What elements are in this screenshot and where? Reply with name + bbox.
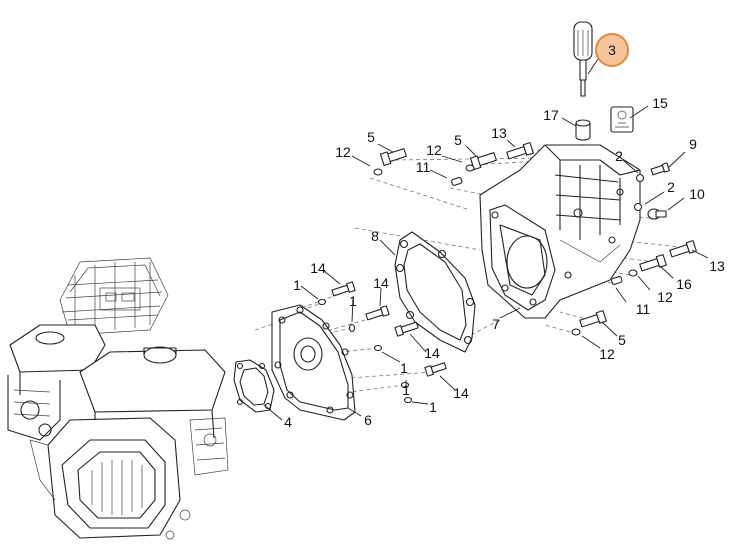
callout-5[interactable]: 5 [454, 132, 462, 148]
callout-12[interactable]: 12 [426, 142, 442, 158]
callout-3[interactable]: 3 [608, 42, 616, 58]
callout-14[interactable]: 14 [373, 275, 389, 291]
callout-2[interactable]: 2 [667, 179, 675, 195]
callout-1[interactable]: 1 [349, 293, 357, 309]
callout-4[interactable]: 4 [284, 414, 292, 430]
leader-lines [263, 55, 709, 421]
callout-14[interactable]: 14 [310, 260, 326, 276]
callout-9[interactable]: 9 [689, 136, 697, 152]
callout-1[interactable]: 1 [429, 399, 437, 415]
part-4-gasket [233, 359, 275, 413]
callout-7[interactable]: 7 [492, 316, 500, 332]
callout-5[interactable]: 5 [367, 129, 375, 145]
callout-labels: 3 15 17 5 12 12 5 13 11 2 9 2 10 13 8 7 … [284, 42, 725, 430]
engine-illustration [7, 257, 229, 540]
part-3-tool [573, 21, 593, 97]
callout-1[interactable]: 1 [293, 277, 301, 293]
callout-2[interactable]: 2 [615, 148, 623, 164]
callout-10[interactable]: 10 [689, 186, 705, 202]
callout-13[interactable]: 13 [709, 258, 725, 274]
part-7-housing [479, 144, 641, 319]
part-15-symbol [610, 106, 634, 133]
callout-11[interactable]: 11 [636, 301, 651, 317]
callout-5[interactable]: 5 [618, 332, 626, 348]
callout-12[interactable]: 12 [657, 289, 673, 305]
callout-13[interactable]: 13 [491, 125, 507, 141]
callout-14[interactable]: 14 [453, 385, 469, 401]
callout-1[interactable]: 1 [402, 382, 410, 398]
callout-15[interactable]: 15 [652, 95, 668, 111]
callout-17[interactable]: 17 [543, 107, 559, 123]
callout-8[interactable]: 8 [371, 228, 379, 244]
callout-12[interactable]: 12 [335, 144, 351, 160]
fasteners [317, 21, 697, 404]
part-17-sleeve [575, 122, 591, 141]
callout-12[interactable]: 12 [599, 346, 615, 362]
highlighted-callout-circle [595, 33, 629, 67]
part-8-gasket [394, 231, 476, 353]
callout-6[interactable]: 6 [364, 412, 372, 428]
part-6-side-cover [271, 304, 356, 421]
callout-16[interactable]: 16 [676, 276, 692, 292]
callout-1[interactable]: 1 [400, 360, 408, 376]
callout-14[interactable]: 14 [424, 345, 440, 361]
callout-11[interactable]: 11 [416, 159, 431, 175]
